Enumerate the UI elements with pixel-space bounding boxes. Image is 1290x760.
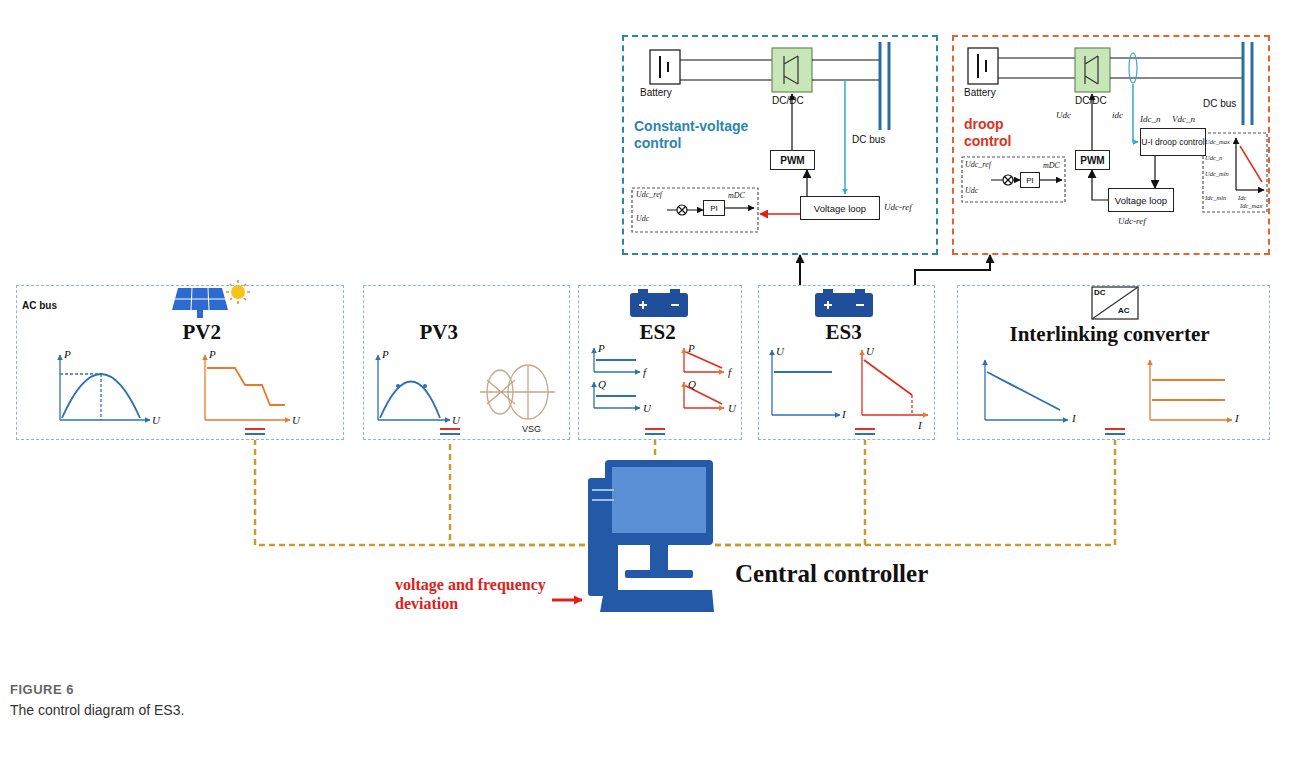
node-label: PWM: [780, 155, 804, 166]
droop-circuit: [962, 42, 1267, 212]
pi-block: PI: [1020, 172, 1040, 188]
signal-link: [654, 440, 657, 455]
signal-name: Idc_n: [1140, 114, 1161, 124]
signal-link: [715, 440, 865, 545]
bus-label: DC bus: [1203, 98, 1236, 109]
figure-number: FIGURE 6: [10, 682, 74, 697]
unit-box: PV3: [363, 285, 570, 440]
unit-box: ES2: [578, 285, 742, 440]
computer-icon: [588, 460, 714, 612]
control-region: droop controlPI U-I droop controlPWM Volta…: [952, 35, 1270, 255]
axis-label: U: [292, 414, 300, 426]
axis-label: P: [598, 342, 605, 354]
node-label: U-I droop control: [1141, 137, 1204, 147]
axis-label: P: [688, 342, 695, 354]
control-arrow: [806, 170, 807, 196]
pwm-block: PWM: [770, 150, 815, 170]
axis-label: U: [866, 345, 874, 357]
axis-label: U: [728, 402, 736, 414]
axis-label: P: [382, 348, 389, 360]
axis-label: f: [728, 366, 731, 378]
axis-label: f: [643, 366, 646, 378]
signal-name: Vdc_n: [1172, 114, 1195, 124]
bus-label: DC bus: [852, 134, 885, 145]
axis-label: U: [643, 402, 651, 414]
icon-label: AC: [1118, 306, 1130, 315]
bus-label: AC bus: [22, 300, 57, 311]
unit-box: Interlinking converter: [957, 285, 1270, 440]
signal-name: Udc: [1056, 110, 1071, 120]
icon-label: DC: [1094, 288, 1106, 297]
axis-label: I: [842, 408, 846, 420]
axis-label: U: [152, 414, 160, 426]
part-label: Battery: [964, 87, 996, 98]
node-label: PI: [1026, 176, 1034, 185]
axis-label: I: [1072, 412, 1076, 424]
node-label: PI: [710, 204, 718, 213]
droop-block: U-I droop control: [1140, 128, 1206, 156]
node-label: Voltage loop: [1115, 195, 1167, 206]
control-arrow: [915, 255, 990, 285]
node-label: Interlinking converter: [1010, 322, 1210, 347]
signal-name: Udc-ref: [884, 202, 912, 212]
signal-link: [255, 440, 585, 545]
signal-name: mDC: [1043, 161, 1060, 170]
node-label: droop control: [964, 116, 1034, 150]
axis-label: I: [1235, 412, 1239, 424]
signal-name: idc: [1112, 110, 1123, 120]
signal-name: Udc_ref: [636, 190, 662, 199]
axis-label: P: [64, 348, 71, 360]
node-label: Constant-voltage control: [634, 118, 762, 152]
axis-label: Udc_min: [1205, 170, 1229, 177]
pwm-block: PWM: [1075, 150, 1110, 170]
axis-label: Udc_n: [1205, 154, 1222, 161]
axis-label: Q: [688, 378, 696, 390]
signal-name: mDC: [728, 191, 745, 200]
node-label: Voltage loop: [814, 203, 866, 214]
axis-label: Idc_max: [1240, 202, 1262, 209]
pi-block: PI: [703, 200, 725, 216]
signal-link: [715, 440, 1115, 545]
control-region: Constant-voltage controlPI PWM Voltage loo…: [622, 35, 938, 255]
axis-label: Idc_min: [1205, 194, 1226, 201]
part-label: Battery: [640, 87, 672, 98]
unit-box: ES3: [758, 285, 935, 440]
signal-name: Udc-ref: [1118, 216, 1146, 226]
node-label: ES2: [640, 320, 676, 345]
control-arrow: [799, 255, 801, 285]
axis-label: P: [209, 348, 216, 360]
axis-label: U: [452, 414, 460, 426]
axis-label: Q: [598, 378, 606, 390]
cv-circuit: [632, 42, 889, 232]
signal-link: [450, 440, 585, 545]
controller-node: Central controller: [585, 455, 715, 640]
node-label: ES3: [826, 320, 862, 345]
signal-name: Udc_ref: [965, 160, 991, 169]
part-label: DC/DC: [772, 95, 804, 106]
signal-name: Udc: [636, 214, 649, 223]
node-label: PV3: [420, 320, 459, 345]
control-arrow: [1154, 156, 1155, 188]
axis-label: Idc: [1238, 194, 1246, 201]
node-label: PV2: [183, 320, 222, 345]
input-note: voltage and frequency deviation: [395, 575, 555, 613]
node-label: Central controller: [735, 560, 928, 588]
axis-label: Udc_max: [1205, 138, 1230, 145]
axis-label: I: [918, 419, 922, 431]
control-arrow: [1092, 170, 1108, 200]
signal-name: Udc: [965, 186, 978, 195]
node-label: PWM: [1080, 155, 1104, 166]
figure-caption: The control diagram of ES3.: [10, 702, 184, 718]
icon-label: VSG: [522, 424, 541, 434]
loop-block: Voltage loop: [800, 196, 880, 220]
loop-block: Voltage loop: [1108, 188, 1174, 212]
part-label: DC/DC: [1075, 95, 1107, 106]
axis-label: U: [776, 345, 784, 357]
